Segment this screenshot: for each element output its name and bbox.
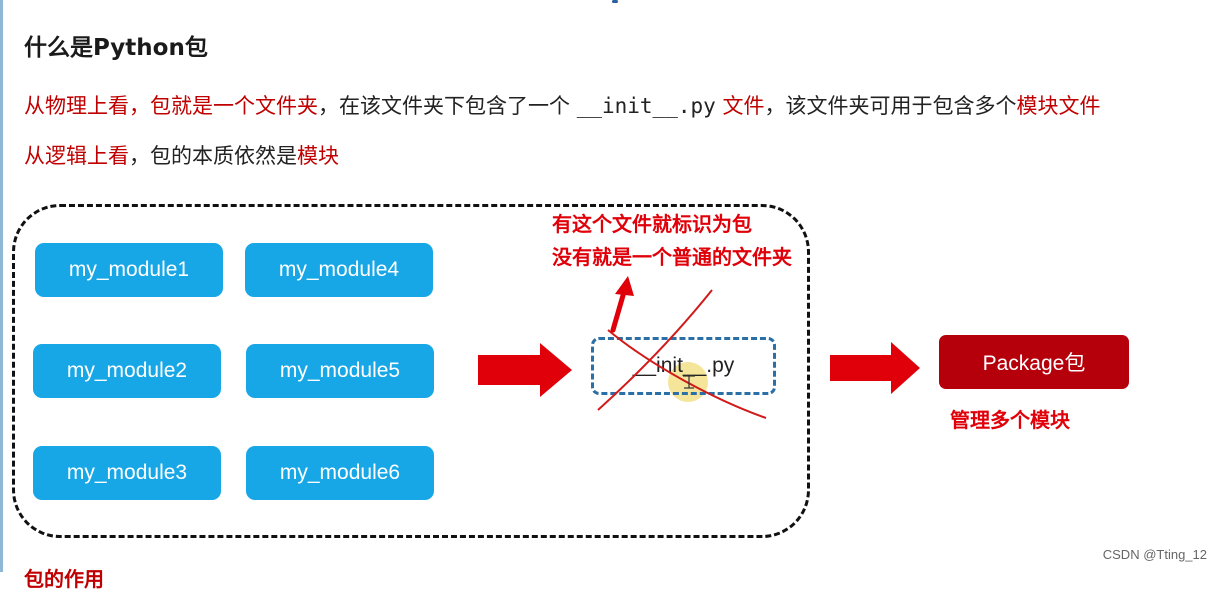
diagram-overlay xyxy=(478,276,920,419)
module-box: my_module4 xyxy=(245,243,433,297)
cursor-icon xyxy=(683,375,695,389)
text-segment: ，包的本质依然是 xyxy=(129,144,297,168)
annotation-line1: 有这个文件就标识为包 xyxy=(552,212,752,236)
page-title: 什么是Python包 xyxy=(24,35,208,61)
package-folder-outline xyxy=(12,204,810,538)
watermark: CSDN @Tting_12 xyxy=(1102,547,1207,562)
right-arrow-icon xyxy=(478,343,572,397)
module-box: my_module1 xyxy=(35,243,223,297)
slide-left-edge xyxy=(0,0,3,572)
next-section-heading: 包的作用 xyxy=(24,567,104,591)
cross-out-icon xyxy=(597,289,767,419)
annotation-arrow-icon xyxy=(610,276,634,333)
emphasis-module: 模块 xyxy=(297,144,339,168)
top-marker xyxy=(612,0,618,3)
package-box: Package包 xyxy=(939,335,1129,389)
module-box: my_module5 xyxy=(246,344,434,398)
text-segment: 文件 xyxy=(715,94,765,118)
text-segment: ，在该文件夹下包含了一个 xyxy=(318,94,577,118)
module-box: my_module3 xyxy=(33,446,221,500)
init-file-box: __init__.py xyxy=(591,337,776,395)
module-box: my_module6 xyxy=(246,446,434,500)
right-arrow-icon xyxy=(830,342,920,394)
package-caption: 管理多个模块 xyxy=(950,408,1070,432)
annotation-line2: 没有就是一个普通的文件夹 xyxy=(552,245,792,269)
text-segment: 从物理上看，包就是一个 xyxy=(24,94,255,118)
emphasis-module-files: 模块文件 xyxy=(1016,94,1101,118)
text-segment: 从逻辑上看 xyxy=(24,144,129,168)
module-box: my_module2 xyxy=(33,344,221,398)
emphasis-folder: 文件夹 xyxy=(255,94,318,118)
text-segment: ，该文件夹可用于包含多个 xyxy=(764,94,1017,118)
init-filename-code: __init__.py xyxy=(576,94,716,118)
logical-description: 从逻辑上看，包的本质依然是模块 xyxy=(24,140,339,170)
physical-description: 从物理上看，包就是一个文件夹，在该文件夹下包含了一个 __init__.py 文… xyxy=(24,90,1100,120)
